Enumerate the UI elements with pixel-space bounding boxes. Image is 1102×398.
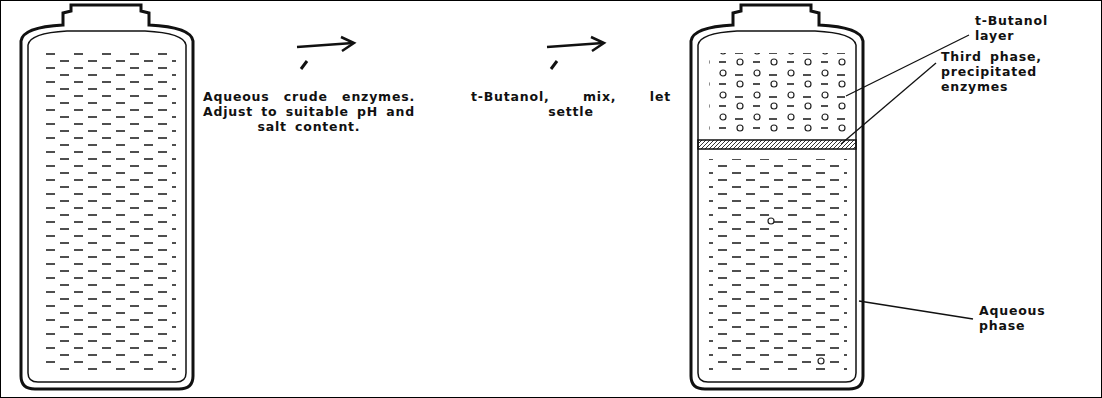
step-note: Aqueous crude enzymes. Adjust to suitabl…: [203, 89, 415, 134]
right-bottle: [691, 5, 863, 389]
phase-label: t-Butanol layer: [975, 13, 1093, 43]
left-bottle: [21, 5, 193, 389]
process-arrow: [297, 37, 604, 69]
phase-label: Third phase, precipitated enzymes: [941, 49, 1091, 94]
step-note: t-Butanol, mix, let settle: [471, 89, 671, 119]
phase-label: Aqueous phase: [979, 303, 1089, 333]
